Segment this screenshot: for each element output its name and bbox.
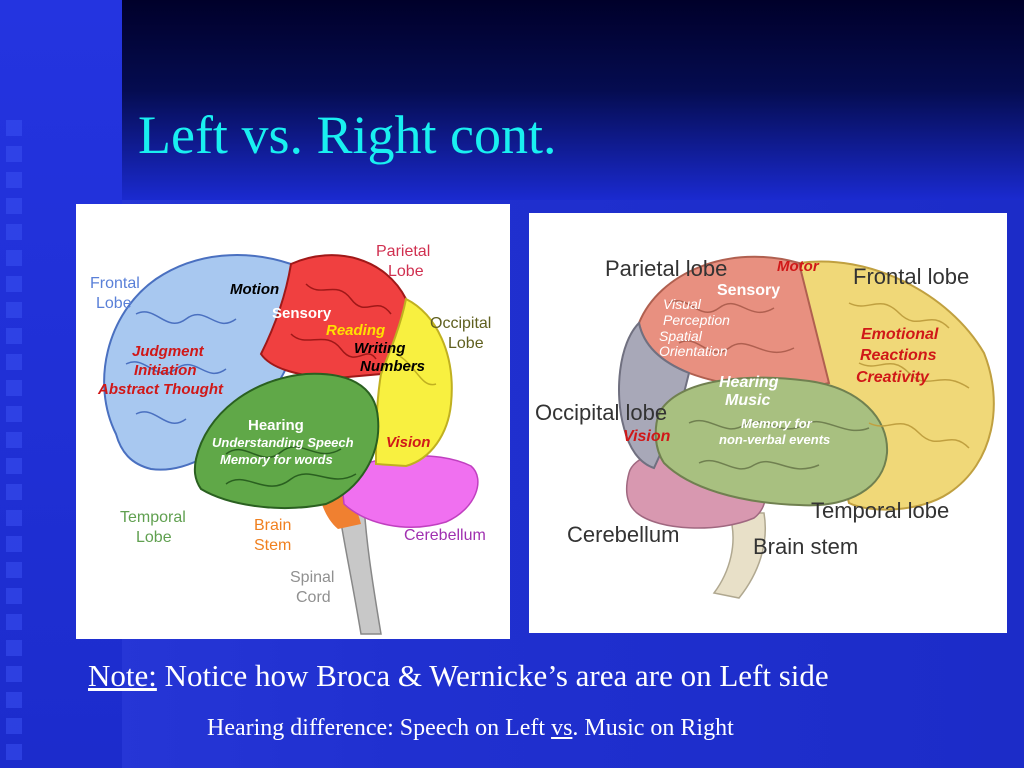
decorative-square xyxy=(6,692,22,708)
label-initiation: Initiation xyxy=(134,362,197,379)
decorative-square xyxy=(6,120,22,136)
decorative-square xyxy=(6,588,22,604)
label-reading: Reading xyxy=(326,322,386,339)
decorative-square xyxy=(6,276,22,292)
label-creativity: Creativity xyxy=(856,369,929,386)
decorative-square xyxy=(6,536,22,552)
label-sensory: Sensory xyxy=(272,305,332,322)
decorative-square xyxy=(6,614,22,630)
right-brain-illustration xyxy=(618,255,995,599)
sub-prefix: Hearing difference: Speech on Left xyxy=(207,715,552,741)
label-cerebellum: Cerebellum xyxy=(567,522,680,547)
decorative-square xyxy=(6,432,22,448)
label-hearing: Hearing xyxy=(248,417,304,434)
label-reactions: Reactions xyxy=(860,347,937,364)
occipital-lobe-shape xyxy=(618,320,691,470)
decorative-square xyxy=(6,458,22,474)
label-parietal-lobe-1: Parietal xyxy=(376,243,431,260)
note-label: Note: xyxy=(88,658,157,693)
decorative-square xyxy=(6,146,22,162)
decorative-square xyxy=(6,302,22,318)
label-music: Music xyxy=(725,392,771,409)
label-temporal-lobe-2: Lobe xyxy=(136,529,172,546)
label-temporal-lobe: Temporal lobe xyxy=(811,498,950,523)
label-parietal-lobe-2: Lobe xyxy=(388,263,424,280)
label-judgment: Judgment xyxy=(132,343,204,360)
decorative-square xyxy=(6,224,22,240)
label-emotional: Emotional xyxy=(861,326,939,343)
decorative-square xyxy=(6,510,22,526)
label-numbers: Numbers xyxy=(360,358,426,375)
label-hearing: Hearing xyxy=(719,374,779,391)
label-non-verbal-events: non-verbal events xyxy=(719,432,831,447)
label-writing: Writing xyxy=(354,340,406,357)
label-temporal-lobe-1: Temporal xyxy=(120,509,186,526)
occipital-lobe-shape xyxy=(374,297,453,468)
label-cerebellum: Cerebellum xyxy=(404,527,486,544)
label-occipital-lobe-1: Occipital xyxy=(430,315,492,332)
slide-title: Left vs. Right cont. xyxy=(138,105,557,165)
label-memory-for-words: Memory for words xyxy=(220,452,333,467)
hearing-difference-line: Hearing difference: Speech on Left vs. M… xyxy=(207,715,734,742)
label-spinal-cord-2: Cord xyxy=(296,589,331,606)
decorative-square xyxy=(6,744,22,760)
left-brain-illustration xyxy=(103,254,479,635)
decorative-square xyxy=(6,484,22,500)
brain-stem-shape xyxy=(712,512,766,599)
decorative-square xyxy=(6,406,22,422)
decorative-square xyxy=(6,562,22,578)
temporal-lobe-shape xyxy=(654,376,889,507)
spinal-cord-shape xyxy=(337,503,382,635)
label-parietal-lobe: Parietal lobe xyxy=(605,256,728,281)
decorative-square xyxy=(6,328,22,344)
label-understanding-speech: Understanding Speech xyxy=(212,435,354,450)
temporal-lobe-shape xyxy=(193,372,380,509)
decorative-square xyxy=(6,198,22,214)
decorative-square xyxy=(6,354,22,370)
decorative-square xyxy=(6,380,22,396)
top-band xyxy=(122,0,1024,200)
sub-vs: vs xyxy=(551,715,573,741)
label-motor: Motor xyxy=(777,258,819,275)
label-motion: Motion xyxy=(230,281,280,298)
label-occipital-lobe-2: Lobe xyxy=(448,335,484,352)
left-brain-panel: Frontal Lobe Parietal Lobe Occipital Lob… xyxy=(76,204,510,639)
label-spinal-cord-1: Spinal xyxy=(290,569,335,586)
decorative-square xyxy=(6,172,22,188)
label-visual: Visual xyxy=(663,296,701,312)
label-brain-stem-2: Stem xyxy=(254,537,292,554)
decorative-square xyxy=(6,250,22,266)
label-frontal-lobe-2: Lobe xyxy=(96,295,132,312)
label-occipital-lobe: Occipital lobe xyxy=(535,400,668,425)
label-vision: Vision xyxy=(386,434,431,451)
label-memory-for: Memory for xyxy=(741,416,812,431)
label-perception: Perception xyxy=(663,312,730,328)
label-brain-stem-1: Brain xyxy=(254,517,292,534)
sub-suffix: . Music on Right xyxy=(572,715,734,741)
decorative-square xyxy=(6,640,22,656)
label-frontal-lobe-1: Frontal xyxy=(90,275,140,292)
label-spatial: Spatial xyxy=(659,328,702,344)
label-sensory: Sensory xyxy=(717,282,781,299)
label-vision: Vision xyxy=(623,428,671,445)
note-line: Note: Notice how Broca & Wernicke’s area… xyxy=(88,658,829,694)
label-brain-stem: Brain stem xyxy=(753,534,859,559)
note-text: Notice how Broca & Wernicke’s area are o… xyxy=(156,658,829,693)
label-abstract-thought: Abstract Thought xyxy=(98,381,223,398)
decorative-square xyxy=(6,718,22,734)
label-frontal-lobe: Frontal lobe xyxy=(853,264,970,289)
label-orientation: Orientation xyxy=(659,343,728,359)
right-brain-panel: Parietal lobe Motor Frontal lobe Sensory… xyxy=(529,213,1007,633)
decorative-square xyxy=(6,666,22,682)
